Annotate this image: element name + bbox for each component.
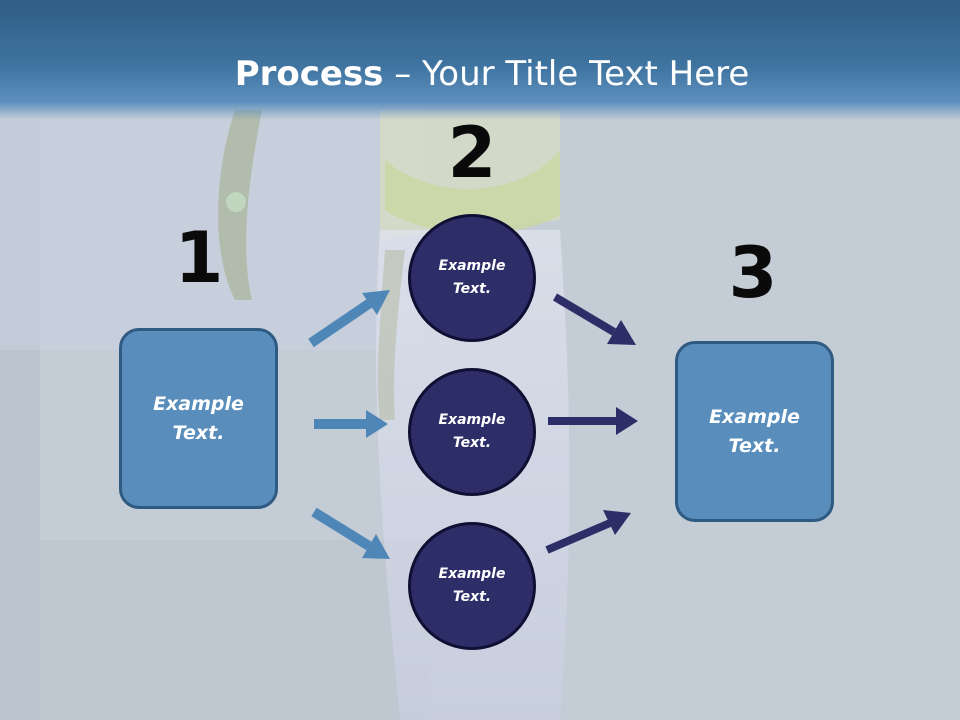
- title-rest: – Your Title Text Here: [383, 54, 750, 94]
- step-3-line-1: Example: [709, 405, 800, 428]
- step-3-box: Example Text.: [675, 341, 834, 522]
- step-2-circle-middle: Example Text.: [408, 368, 536, 496]
- arrow-1-to-middle: [314, 410, 388, 438]
- step-2-circle-bottom: Example Text.: [408, 522, 536, 650]
- slide-title: Process – Your Title Text Here: [0, 52, 960, 96]
- step-1-line-2: Text.: [172, 421, 225, 444]
- title-bar: [0, 0, 960, 120]
- circle-top-line-2: Text.: [452, 281, 492, 297]
- step-number-3: 3: [728, 232, 778, 314]
- step-2-circle-top: Example Text.: [408, 214, 536, 342]
- arrow-middle-to-3: [548, 407, 638, 435]
- arrow-1-to-bottom: [311, 507, 390, 559]
- step-1-box: Example Text.: [119, 328, 278, 509]
- circle-top-line-1: Example: [438, 258, 506, 274]
- step-3-line-2: Text.: [728, 434, 781, 457]
- circle-middle-line-1: Example: [438, 412, 506, 428]
- step-number-1: 1: [174, 217, 224, 299]
- arrow-1-to-top: [308, 290, 390, 348]
- title-bold: Process: [234, 54, 384, 94]
- arrow-bottom-to-3: [545, 510, 631, 554]
- step-number-2: 2: [447, 112, 497, 194]
- circle-middle-line-2: Text.: [452, 435, 492, 451]
- arrow-top-to-3: [552, 293, 636, 345]
- circle-bottom-line-2: Text.: [452, 589, 492, 605]
- step-1-line-1: Example: [153, 392, 244, 415]
- circle-bottom-line-1: Example: [438, 566, 506, 582]
